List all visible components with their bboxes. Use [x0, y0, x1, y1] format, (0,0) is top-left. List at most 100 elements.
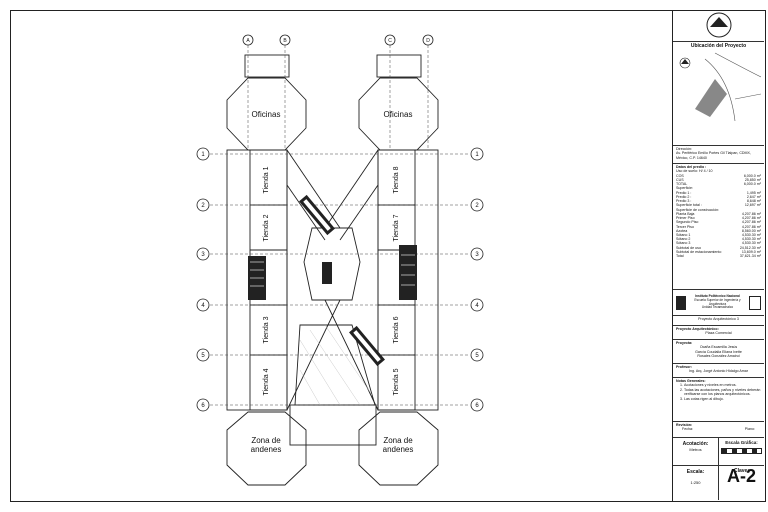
planta-key: Subtotal de uso	[676, 245, 701, 250]
revision-cell: Revisión: Fecha: Plano:	[673, 422, 764, 438]
institution-cell: Instituto Politécnico Nacional Escuela S…	[673, 290, 764, 316]
predio-key: Predio 3 :	[676, 199, 692, 204]
acotacion-label: Acotación:	[682, 441, 709, 447]
axis-label: 3	[475, 252, 479, 258]
proyecta-name: Ocaña Escamilla Jesús	[699, 345, 738, 350]
room-label-zona: Zona de	[383, 436, 413, 445]
acotacion-cell: Acotación: Metros Escala Gráfica:	[673, 438, 764, 466]
planta-value: 4,207.86 m²	[741, 212, 761, 217]
planta-key: Azotea	[676, 228, 688, 233]
datos-title: Datos del predio :	[676, 165, 707, 169]
axis-label: 2	[475, 203, 479, 209]
direccion-label: Dirección:	[676, 147, 692, 151]
nota-item: Las cotas rigen al dibujo.	[684, 397, 761, 401]
clave-label: Clave:	[733, 468, 749, 474]
direccion-text: Av. Periférico Emilio Portes Gil Tlalpan…	[676, 151, 751, 160]
predio-key: Superficie total :	[676, 203, 702, 208]
planta-value: 4,207.86 m²	[741, 216, 761, 221]
predio-value: 12,697 m²	[744, 203, 761, 208]
planta-key: Tercer Piso	[676, 224, 694, 229]
axis-label: 2	[201, 203, 205, 209]
axis-label: 6	[475, 403, 479, 409]
institution-line: Instituto Politécnico Nacional	[695, 293, 740, 298]
axis-label: 6	[201, 403, 205, 409]
plano-label: Plano:	[744, 427, 755, 432]
planta-value: 24,512.30 m²	[739, 245, 761, 250]
notas-label: Notas Generales:	[676, 379, 706, 383]
param-key: TOTAL	[676, 182, 688, 187]
predio-value: 8,648 m²	[746, 199, 761, 204]
nota-item: Todas las acotaciones, paños y niveles d…	[684, 388, 761, 397]
revision-label: Revisión:	[676, 423, 693, 427]
acotacion-value: Metros	[689, 447, 702, 452]
planta-key: Sótano 2	[676, 237, 691, 242]
proyecta-label: Proyecta:	[676, 341, 693, 345]
planta-value: 37,621.34 m²	[739, 254, 761, 259]
fecha-label: Fecha:	[682, 427, 693, 432]
profesor-cell: Profesor: Ing. Arq. Jorgé Antonio Hidalg…	[673, 364, 764, 378]
axis-label: 4	[475, 303, 479, 309]
axis-label: 3	[201, 252, 205, 258]
proyecta-name: García Coudalia Eliana Ivette	[695, 349, 742, 354]
proyecta-name: Rosales González Amairui	[697, 354, 740, 359]
proyecto-label: Proyecto Arquitectónico:	[676, 327, 719, 331]
materia-cell: Proyecto Arquitectónico 3	[673, 316, 764, 326]
institution-line: Arquitectura	[708, 301, 727, 306]
planta-key: Subtotal de estacionamiento	[676, 249, 722, 254]
room-label-zona: andenes	[251, 445, 282, 454]
room-label-tienda: Tienda 4	[263, 368, 270, 395]
ipn-logo-icon	[676, 295, 686, 310]
notas-cell: Notas Generales: Acotaciones y niveles e…	[673, 378, 764, 422]
axis-label: B	[283, 38, 287, 44]
room-label-zona: andenes	[383, 445, 414, 454]
planta-key: Planta Baja	[676, 212, 695, 217]
room-label-zona: Zona de	[251, 436, 281, 445]
room-label-tienda: Tienda 1	[263, 166, 270, 193]
escala-grafica-label: Escala Gráfica:	[725, 440, 758, 445]
room-label-tienda: Tienda 5	[393, 368, 400, 395]
planta-value: 13,609.0 m²	[741, 249, 761, 254]
room-label-tienda: Tienda 2	[263, 214, 270, 241]
param-key: COS	[676, 173, 684, 178]
proyecta-cell: Proyecta: Ocaña Escamilla Jesús García C…	[673, 340, 764, 364]
escala-clave-cell: Escala: 1:250 Clave: A-2	[673, 466, 764, 500]
axis-label: C	[388, 38, 392, 44]
institution-line: Unidad Tecamachalco	[701, 305, 734, 310]
axis-label: D	[426, 38, 430, 44]
planta-value: 4,530.30 m²	[741, 241, 761, 246]
institution-line: Escuela Superior de Ingeniería y	[694, 297, 741, 302]
drawing-sheet	[10, 10, 766, 502]
location-map	[679, 52, 762, 122]
planta-key: Sótano 1	[676, 233, 691, 238]
planta-value: 4,207.86 m²	[741, 220, 761, 225]
superficie-label: Superficie:	[676, 186, 693, 191]
nota-item: Acotaciones y niveles en metros.	[684, 383, 761, 387]
planta-value: 4,207.86 m²	[741, 224, 761, 229]
param-value: 25,850 m²	[744, 178, 761, 183]
construccion-label: Superficie de construcción:	[676, 207, 720, 212]
room-label-tienda: Tienda 3	[263, 316, 270, 343]
axis-label: 4	[201, 303, 205, 309]
planta-value: 4,530.30 m²	[741, 237, 761, 242]
room-label-tienda: Tienda 7	[393, 214, 400, 241]
zona-right-outline	[358, 411, 439, 486]
escala-label: Escala:	[686, 469, 705, 475]
axis-label: 1	[475, 152, 479, 158]
proyecto-value: Plaza Comercial	[705, 331, 732, 336]
esia-logo-icon	[749, 295, 761, 310]
param-value: 6,000.0 m²	[743, 173, 761, 178]
predio-key: Predio 1 :	[676, 190, 692, 195]
planta-value: 4,530.30 m²	[741, 233, 761, 238]
room-label-tienda: Tienda 8	[393, 166, 400, 193]
planta-key: Segundo Piso	[676, 220, 699, 225]
axis-label: A	[246, 38, 250, 44]
param-value: 6,000.0 m²	[743, 182, 761, 187]
title-block: Ubicación del Proyecto Dirección: Av. Pe…	[672, 10, 764, 502]
zona-left-outline	[226, 411, 307, 486]
clave-value: A-2	[726, 466, 756, 486]
predio-value: 1,495 m²	[746, 190, 761, 195]
direccion-cell: Dirección: Av. Periférico Emilio Portes …	[673, 146, 764, 164]
planta-key: Sótano 3	[676, 241, 691, 246]
ubicacion-title: Ubicación del Proyecto	[690, 43, 747, 49]
axis-label: 1	[201, 152, 205, 158]
